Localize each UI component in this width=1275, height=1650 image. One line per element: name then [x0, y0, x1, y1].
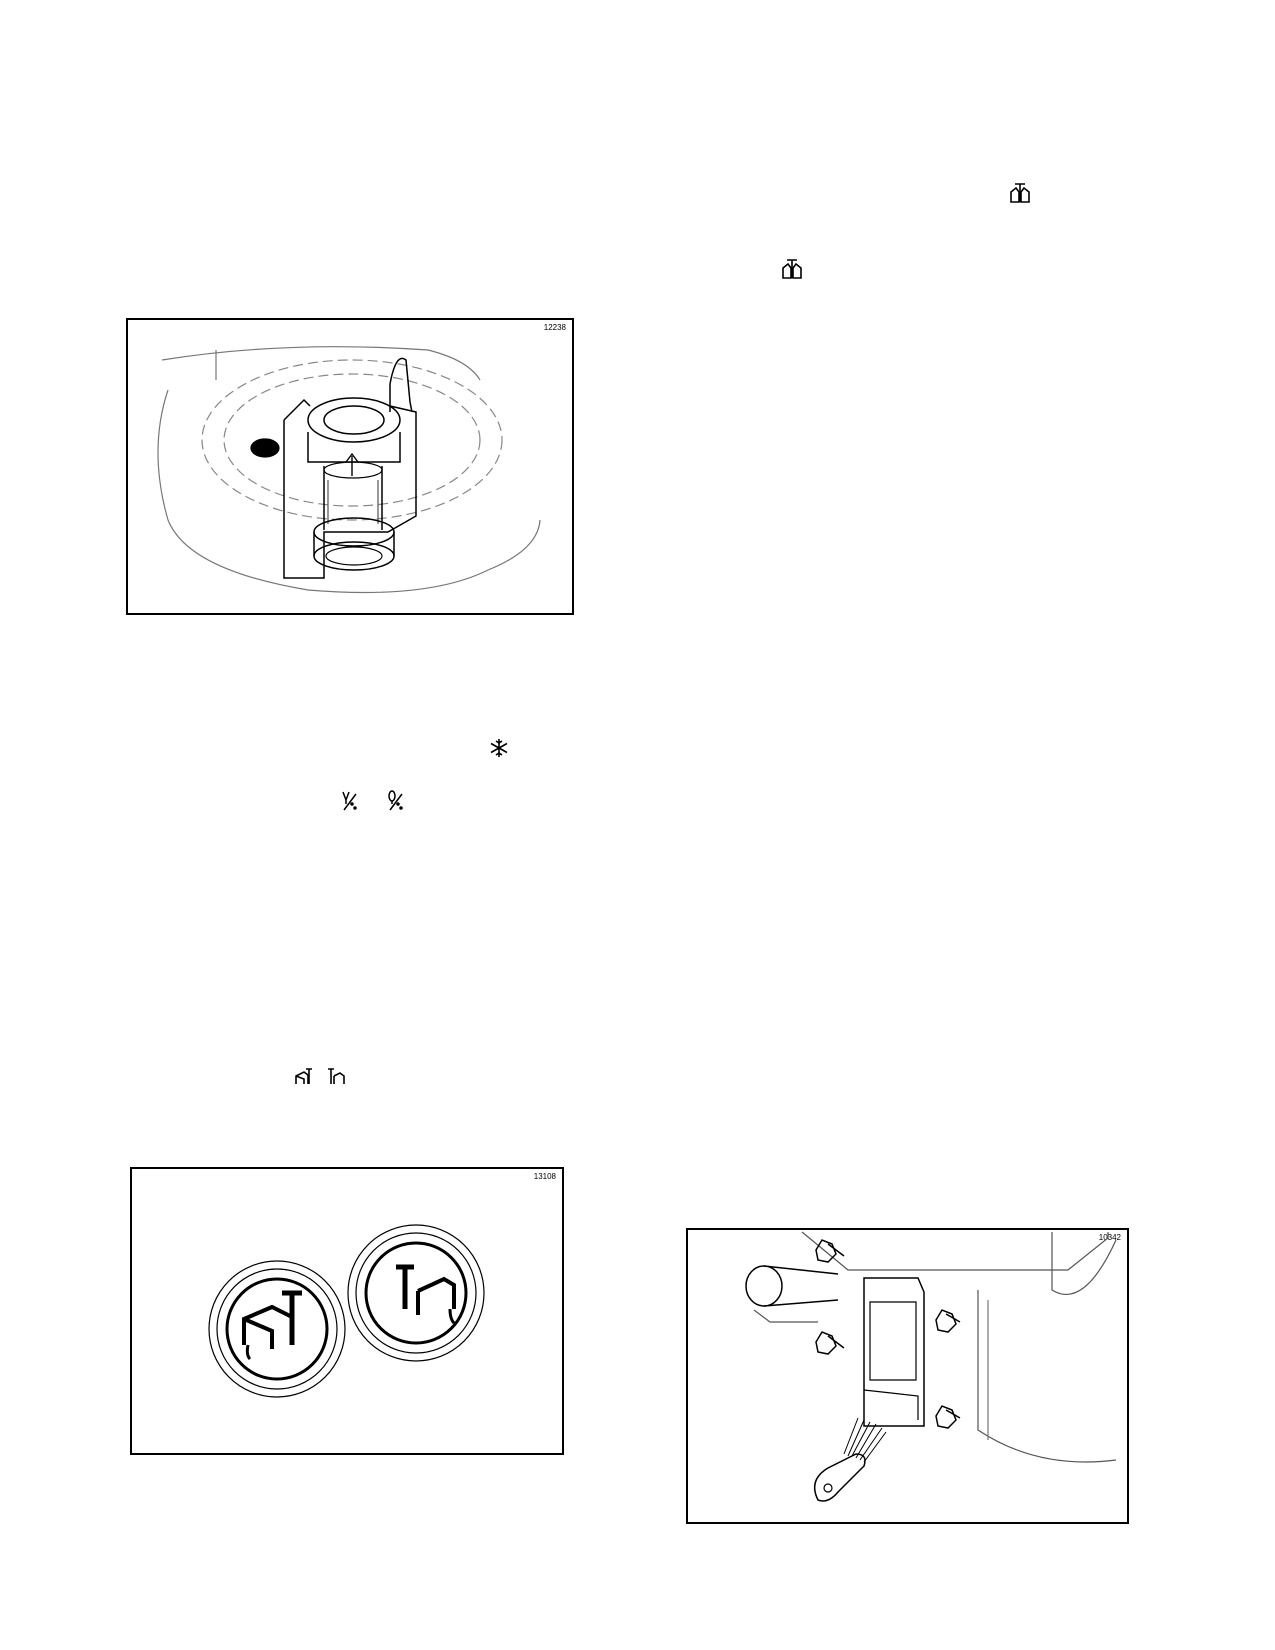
- figure-id-label: 10342: [1098, 1233, 1121, 1242]
- cold-product-right-icon: [388, 790, 403, 811]
- figure-10342: 10342: [686, 1228, 1129, 1524]
- pump-icon-upper: [1010, 183, 1030, 203]
- figure-id-label: 12238: [543, 323, 566, 332]
- freezer-door-cleaning-illustration: [745, 1231, 1117, 1502]
- pump-icon-lower: [782, 259, 802, 279]
- cold-product-left-icon: [342, 791, 357, 811]
- prime-left-icon: [295, 1068, 312, 1084]
- prime-button-right-icon: [347, 1224, 485, 1362]
- snowflake-icon: [490, 739, 508, 757]
- prime-button-left-icon: [208, 1260, 346, 1398]
- prime-right-icon: [328, 1068, 345, 1084]
- figure-id-label: 13108: [533, 1172, 556, 1181]
- control-buttons-illustration: [208, 1224, 485, 1398]
- figure-13108: 13108: [130, 1167, 564, 1455]
- draw-valve-illustration: [157, 346, 541, 594]
- figure-12238: 12238: [126, 318, 574, 615]
